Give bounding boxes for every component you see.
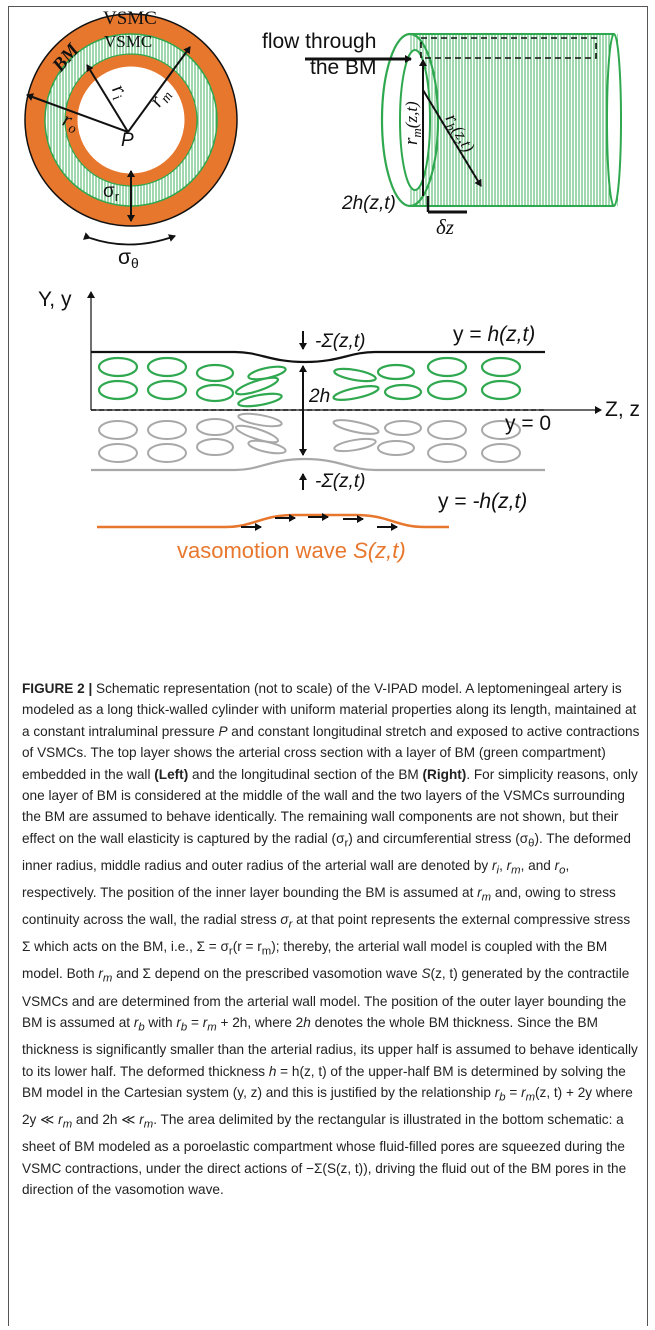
longitudinal-section: flow through the BM rm(z,t) rb(z,t) 2h(z… bbox=[262, 30, 622, 239]
bm-sheet: Y, y Z, z bbox=[38, 288, 640, 563]
cross-section: VSMC VSMC BM ri rm ro P σr σθ bbox=[24, 8, 238, 271]
figure: VSMC VSMC BM ri rm ro P σr σθ flow throu… bbox=[5, 0, 650, 1330]
figure-caption: FIGURE 2 | Schematic representation (not… bbox=[22, 681, 640, 1197]
ri-arrow bbox=[86, 64, 129, 133]
rm-long-label: rm(z,t) bbox=[401, 101, 424, 145]
z-axis-label: Z, z bbox=[605, 398, 640, 421]
top-boundary bbox=[91, 350, 545, 364]
dz-label: δz bbox=[436, 215, 454, 239]
vsmc-outer-label: VSMC bbox=[103, 8, 157, 29]
wave-arrows bbox=[241, 513, 398, 531]
bm-cylinder-body bbox=[410, 34, 618, 206]
flow-label-line1: flow through bbox=[262, 30, 376, 53]
wave-line bbox=[97, 513, 449, 529]
sigma-r-label: σr bbox=[103, 181, 120, 204]
figure-frame bbox=[8, 6, 648, 1326]
thickness-label: 2h(z,t) bbox=[341, 193, 396, 214]
figure-label: FIGURE 2 | bbox=[22, 681, 93, 696]
y-bottom-label: y = -h(z,t) bbox=[438, 490, 527, 513]
rb-arrow bbox=[422, 89, 482, 187]
flow-label-line2: the BM bbox=[310, 56, 377, 79]
flow-region-rect bbox=[420, 37, 597, 59]
y-top-label: y = h(z,t) bbox=[453, 323, 535, 346]
y-zero-label: y = 0 bbox=[505, 412, 551, 435]
ro-arrow bbox=[26, 93, 129, 133]
sigma-theta-arc bbox=[83, 232, 176, 246]
rm-arrow bbox=[127, 46, 191, 133]
sigma-theta-label: σθ bbox=[118, 246, 139, 271]
thickness-2h-label: 2h bbox=[308, 386, 330, 407]
pores-bottom bbox=[98, 412, 521, 463]
bottom-stress-label: -Σ(z,t) bbox=[315, 471, 365, 492]
y-axis-label: Y, y bbox=[38, 288, 72, 311]
pressure-label: P bbox=[121, 130, 134, 151]
wave-label: vasomotion wave S(z,t) bbox=[177, 538, 406, 563]
bm-cylinder-far-end bbox=[606, 33, 622, 207]
vsmc-inner-label: VSMC bbox=[104, 32, 152, 51]
pores-top bbox=[97, 356, 522, 408]
bottom-boundary bbox=[91, 457, 545, 472]
schematic-figure: VSMC VSMC BM ri rm ro P σr σθ flow throu… bbox=[24, 8, 640, 563]
top-stress-label: -Σ(z,t) bbox=[315, 331, 365, 352]
